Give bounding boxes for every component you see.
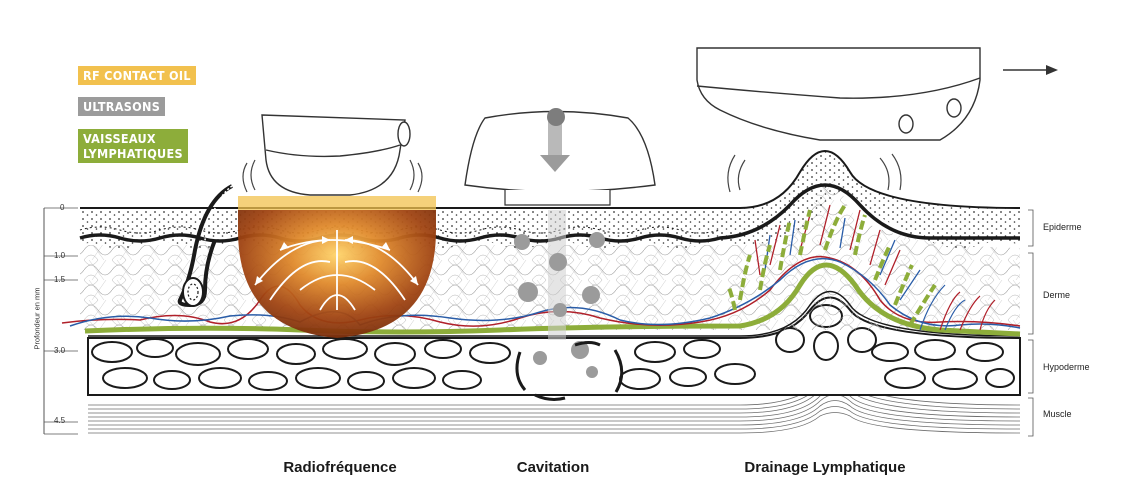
depth-tick-1: 1.0 — [54, 251, 66, 260]
caption-radiofrequency: Radiofréquence — [283, 459, 397, 476]
layer-label-muscle: Muscle — [1043, 409, 1072, 419]
depth-tick-4: 4.5 — [54, 416, 66, 425]
rf-applicator — [242, 114, 423, 196]
hypodermis-fat-cells — [87, 296, 1021, 396]
depth-axis-title: Profondeur en mm — [32, 287, 42, 350]
depth-tick-3: 3.0 — [54, 346, 66, 355]
hair-follicle — [177, 184, 233, 308]
dermis-boundary — [88, 290, 1021, 337]
legend-rf-oil: RF CONTACT OIL — [78, 66, 196, 85]
drainage-applicator — [696, 47, 981, 193]
direction-arrow-icon — [1003, 65, 1058, 75]
layer-label-hypodermis: Hypoderme — [1043, 362, 1090, 372]
depth-tick-0: 0 — [60, 203, 65, 212]
depth-tick-2: 1.5 — [54, 275, 66, 284]
legend-lymph-line2: LYMPHATIQUES — [83, 146, 183, 161]
rf-heat-zone — [238, 196, 436, 338]
layer-label-dermis: Derme — [1043, 290, 1071, 300]
depth-axis — [43, 207, 78, 435]
cavitation-bubbles — [514, 210, 605, 378]
blood-vessels — [61, 204, 1021, 331]
cavitation-applicator — [464, 108, 656, 206]
caption-lymphatic-drainage: Drainage Lymphatique — [744, 459, 906, 476]
lymph-capillaries — [726, 203, 937, 327]
legend-ultrasound: ULTRASONS — [78, 97, 166, 116]
layer-label-epidermis: Epiderme — [1043, 222, 1082, 232]
layer-brackets — [1028, 209, 1034, 437]
caption-cavitation: Cavitation — [516, 459, 590, 476]
legend-lymph: VAISSEAUX LYMPHATIQUES — [78, 129, 188, 163]
cavitation-burst — [515, 341, 624, 401]
legend-lymph-line1: VAISSEAUX — [83, 131, 156, 146]
